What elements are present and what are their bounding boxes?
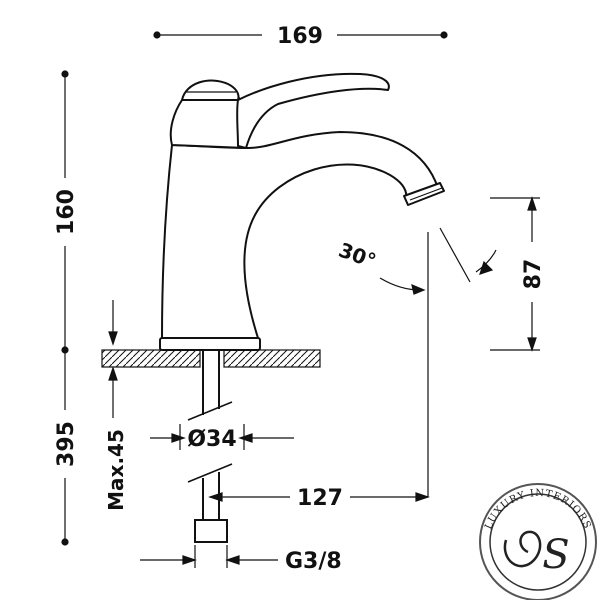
width-dimension <box>153 31 448 39</box>
logo-monogram: S <box>542 532 569 578</box>
thickness-dimension <box>108 300 118 418</box>
diameter-label: Ø34 <box>187 427 236 452</box>
angle-label: 30° <box>336 238 380 273</box>
diameter-dimension <box>150 424 294 450</box>
luxury-interiors-logo: LUXURY INTERIORS S <box>479 483 597 600</box>
thickness-label: Max.45 <box>104 429 128 511</box>
reach-label: 127 <box>297 486 343 511</box>
angle-dimension <box>379 227 497 295</box>
spout-height-label: 87 <box>521 259 546 290</box>
spout-height-dimension <box>490 196 540 352</box>
height-dimensions <box>61 70 69 546</box>
reach-dimension <box>208 232 430 502</box>
width-label: 169 <box>277 24 323 49</box>
total-height-label: 395 <box>54 421 79 467</box>
connection-dimension <box>140 545 278 568</box>
body-height-label: 160 <box>54 189 79 235</box>
countertop <box>101 349 321 368</box>
connection-label: G3/8 <box>285 549 342 574</box>
faucet-lever <box>181 72 390 149</box>
faucet-body <box>159 95 445 351</box>
